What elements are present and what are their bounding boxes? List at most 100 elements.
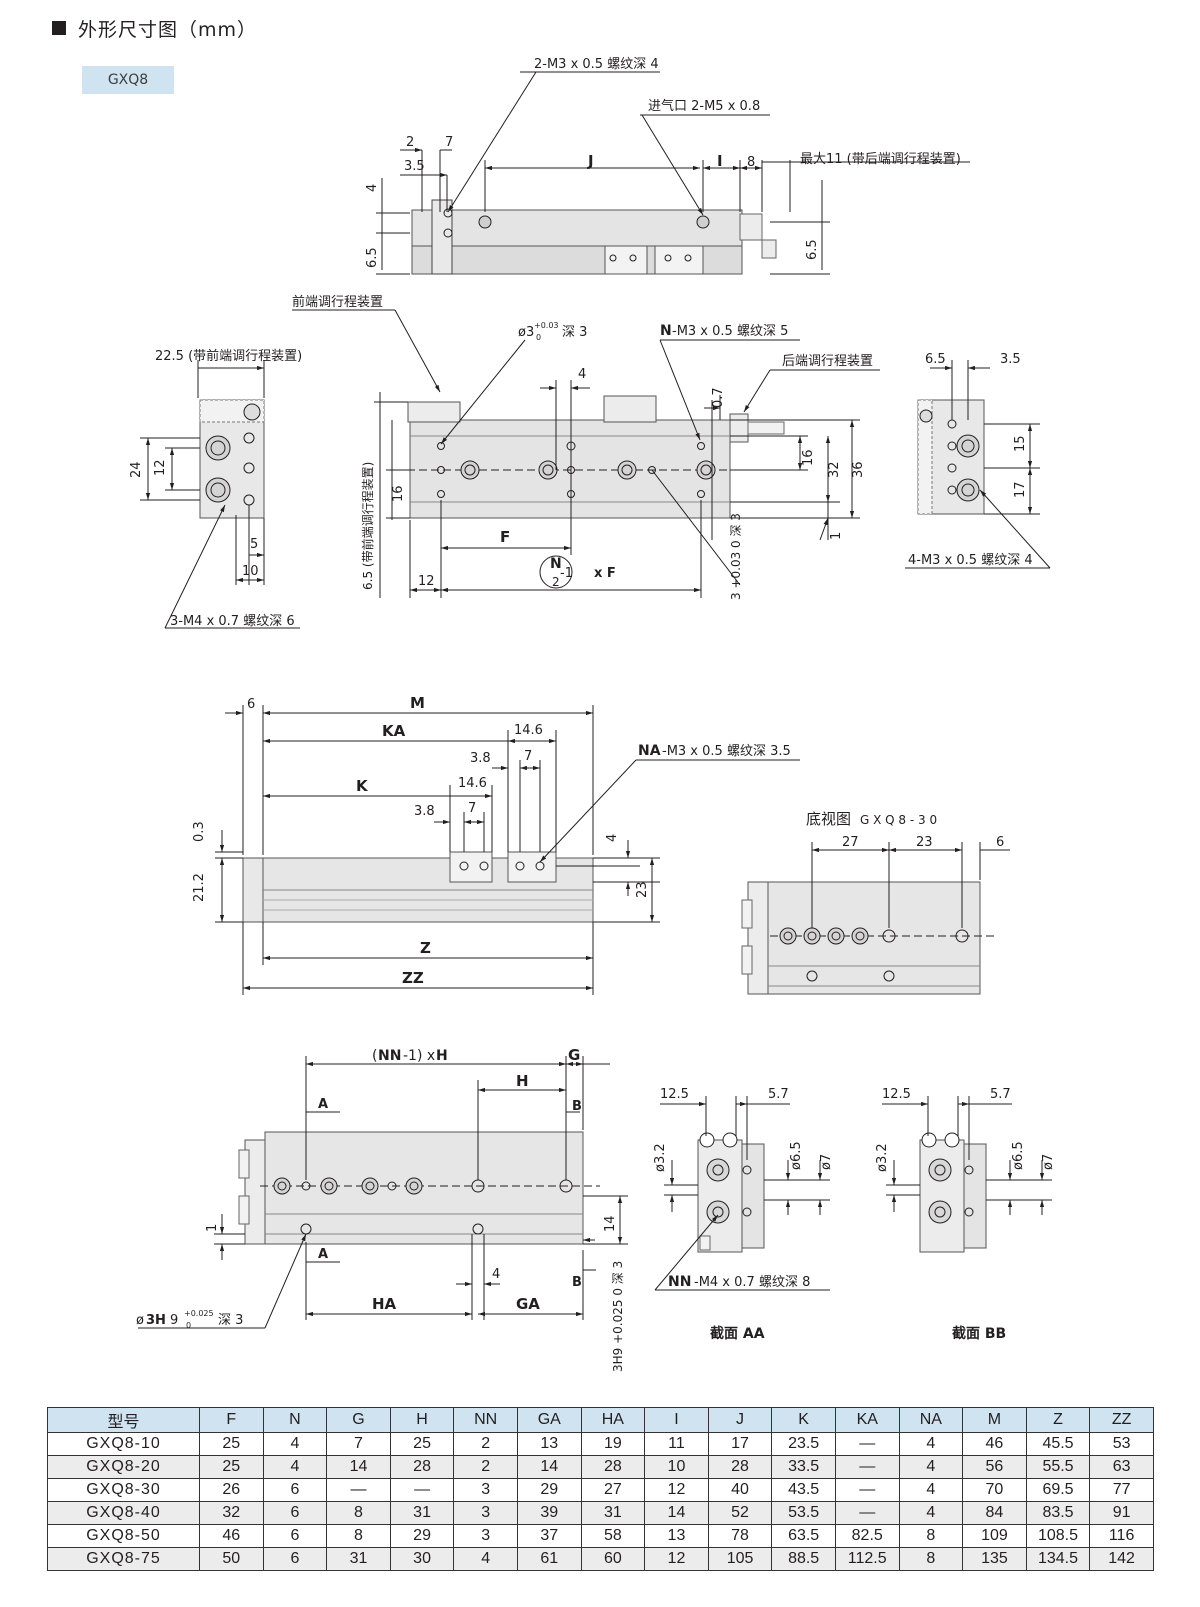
table-cell: 61 bbox=[516, 1547, 582, 1571]
pitch-den: 2 bbox=[552, 575, 560, 589]
top-dim-4: 4 bbox=[365, 184, 380, 192]
rear-adjuster-label: 后端调行程装置 bbox=[782, 354, 873, 369]
bb-dim-5-7: 5.7 bbox=[990, 1087, 1011, 1102]
col-header: H bbox=[389, 1407, 455, 1433]
lower-hole-grade: 9 bbox=[170, 1313, 178, 1328]
table-cell: 25 bbox=[199, 1455, 264, 1479]
spec-table: 型号 F N G H NN GA HA I J K KA NA M Z ZZ G… bbox=[47, 1407, 1154, 1571]
table-cell: 30 bbox=[389, 1547, 455, 1571]
table-cell: 31 bbox=[580, 1501, 646, 1525]
col-header: ZZ bbox=[1089, 1407, 1154, 1433]
side-dim-0-3: 0.3 bbox=[192, 821, 207, 842]
table-cell: 105 bbox=[707, 1547, 773, 1571]
pitch-times: x F bbox=[594, 566, 616, 581]
page-title: 外形尺寸图（mm） bbox=[78, 18, 258, 41]
right-dim-6-5: 6.5 bbox=[925, 352, 946, 367]
table-cell: 6 bbox=[262, 1524, 328, 1548]
table-cell: 8 bbox=[326, 1524, 391, 1548]
side-dim-14-6-upper: 14.6 bbox=[514, 723, 543, 738]
table-cell: 43.5 bbox=[771, 1478, 836, 1502]
col-header: Z bbox=[1025, 1407, 1091, 1433]
col-header: NN bbox=[453, 1407, 518, 1433]
left-adjust-note: 22.5 (带前端调行程装置) bbox=[155, 348, 302, 364]
dimension-drawings: 2-M3 x 0.5 螺纹深 4 进气口 2-M5 x 0.8 最大11 (带后… bbox=[129, 57, 1056, 1372]
top-port-note: 进气口 2-M5 x 0.8 bbox=[648, 98, 760, 114]
front-dim-F: F bbox=[500, 528, 510, 546]
table-cell: 8 bbox=[898, 1547, 964, 1571]
front-dim-36: 36 bbox=[851, 461, 866, 478]
table-cell: 84 bbox=[962, 1501, 1027, 1525]
lower-hole-tol-lower: 0 bbox=[186, 1321, 191, 1330]
front-dim-0-7: 0.7 bbox=[711, 387, 726, 408]
col-header: 型号 bbox=[47, 1407, 200, 1433]
table-cell: 82.5 bbox=[834, 1524, 900, 1548]
table-cell: 13 bbox=[644, 1524, 709, 1548]
bottom-dim-23: 23 bbox=[916, 835, 933, 850]
table-cell: 6 bbox=[262, 1547, 328, 1571]
table-cell: 4 bbox=[898, 1478, 964, 1502]
aa-dim-d7: ø7 bbox=[819, 1154, 834, 1170]
table-cell: 134.5 bbox=[1025, 1547, 1091, 1571]
table-cell: — bbox=[326, 1478, 391, 1502]
table-cell: 4 bbox=[262, 1432, 328, 1456]
table-cell: 17 bbox=[707, 1432, 773, 1456]
table-cell: 70 bbox=[962, 1478, 1027, 1502]
bottom-view bbox=[741, 842, 1010, 995]
top-tap-note: 2-M3 x 0.5 螺纹深 4 bbox=[534, 57, 659, 72]
right-dim-17: 17 bbox=[1013, 481, 1028, 498]
side-dim-3-8-lower: 3.8 bbox=[414, 804, 435, 819]
side-dim-KA: KA bbox=[382, 722, 406, 740]
table-cell: 12 bbox=[644, 1478, 709, 1502]
pitch-n: N bbox=[550, 556, 562, 572]
front-view bbox=[292, 309, 880, 598]
left-dim-12: 12 bbox=[153, 459, 168, 476]
table-cell: 4 bbox=[898, 1501, 964, 1525]
col-header: GA bbox=[516, 1407, 582, 1433]
col-header: G bbox=[326, 1407, 391, 1433]
right-view bbox=[905, 360, 1051, 569]
aa-dim-d6-5: ø6.5 bbox=[789, 1141, 804, 1170]
aa-dim-5-7: 5.7 bbox=[768, 1087, 789, 1102]
col-header: I bbox=[644, 1407, 709, 1433]
table-cell: 4 bbox=[453, 1547, 518, 1571]
table-cell: — bbox=[389, 1478, 455, 1502]
lower-dim-H: H bbox=[516, 1072, 529, 1090]
right-dim-15: 15 bbox=[1013, 435, 1028, 452]
table-cell: 33.5 bbox=[771, 1455, 836, 1479]
front-dim-4: 4 bbox=[578, 367, 586, 382]
table-cell: 11 bbox=[644, 1432, 709, 1456]
section-header: 外形尺寸图（mm） bbox=[52, 16, 258, 41]
lower-dim-4: 4 bbox=[492, 1267, 500, 1282]
side-dim-Z: Z bbox=[420, 939, 431, 957]
bb-dim-d7: ø7 bbox=[1041, 1154, 1056, 1170]
lower-hole-tol-upper: +0.025 bbox=[184, 1309, 214, 1318]
table-cell: 63.5 bbox=[771, 1524, 836, 1548]
table-cell: 53 bbox=[1089, 1432, 1154, 1456]
bottom-view-labels: 底视图 G X Q 8 - 3 0 27 23 6 bbox=[806, 810, 1004, 850]
table-cell: 12 bbox=[644, 1547, 709, 1571]
aa-tap-bold: NN bbox=[668, 1274, 691, 1290]
front-n-tap-note: -M3 x 0.5 螺纹深 5 bbox=[672, 324, 788, 339]
table-cell: 23.5 bbox=[771, 1432, 836, 1456]
side-dim-4: 4 bbox=[605, 834, 620, 842]
lower-view-labels: ( NN -1) x H G H A B 14 1 A B 4 HA GA ø … bbox=[136, 1046, 625, 1372]
table-cell: 6 bbox=[262, 1478, 328, 1502]
table-cell: — bbox=[834, 1432, 900, 1456]
side-dim-ZZ: ZZ bbox=[402, 969, 424, 987]
aa-dim-d3-2: ø3.2 bbox=[653, 1143, 668, 1172]
table-cell: 7 bbox=[326, 1432, 391, 1456]
front-dim-12: 12 bbox=[418, 574, 435, 589]
table-cell: 27 bbox=[580, 1478, 646, 1502]
lower-dim-HA: HA bbox=[372, 1295, 397, 1313]
table-cell: 28 bbox=[707, 1455, 773, 1479]
table-cell: 10 bbox=[644, 1455, 709, 1479]
table-cell: 3 bbox=[453, 1478, 518, 1502]
table-cell: 4 bbox=[898, 1432, 964, 1456]
bottom-dim-6: 6 bbox=[996, 835, 1004, 850]
lower-g-label: G bbox=[568, 1046, 580, 1064]
table-cell: 8 bbox=[898, 1524, 964, 1548]
